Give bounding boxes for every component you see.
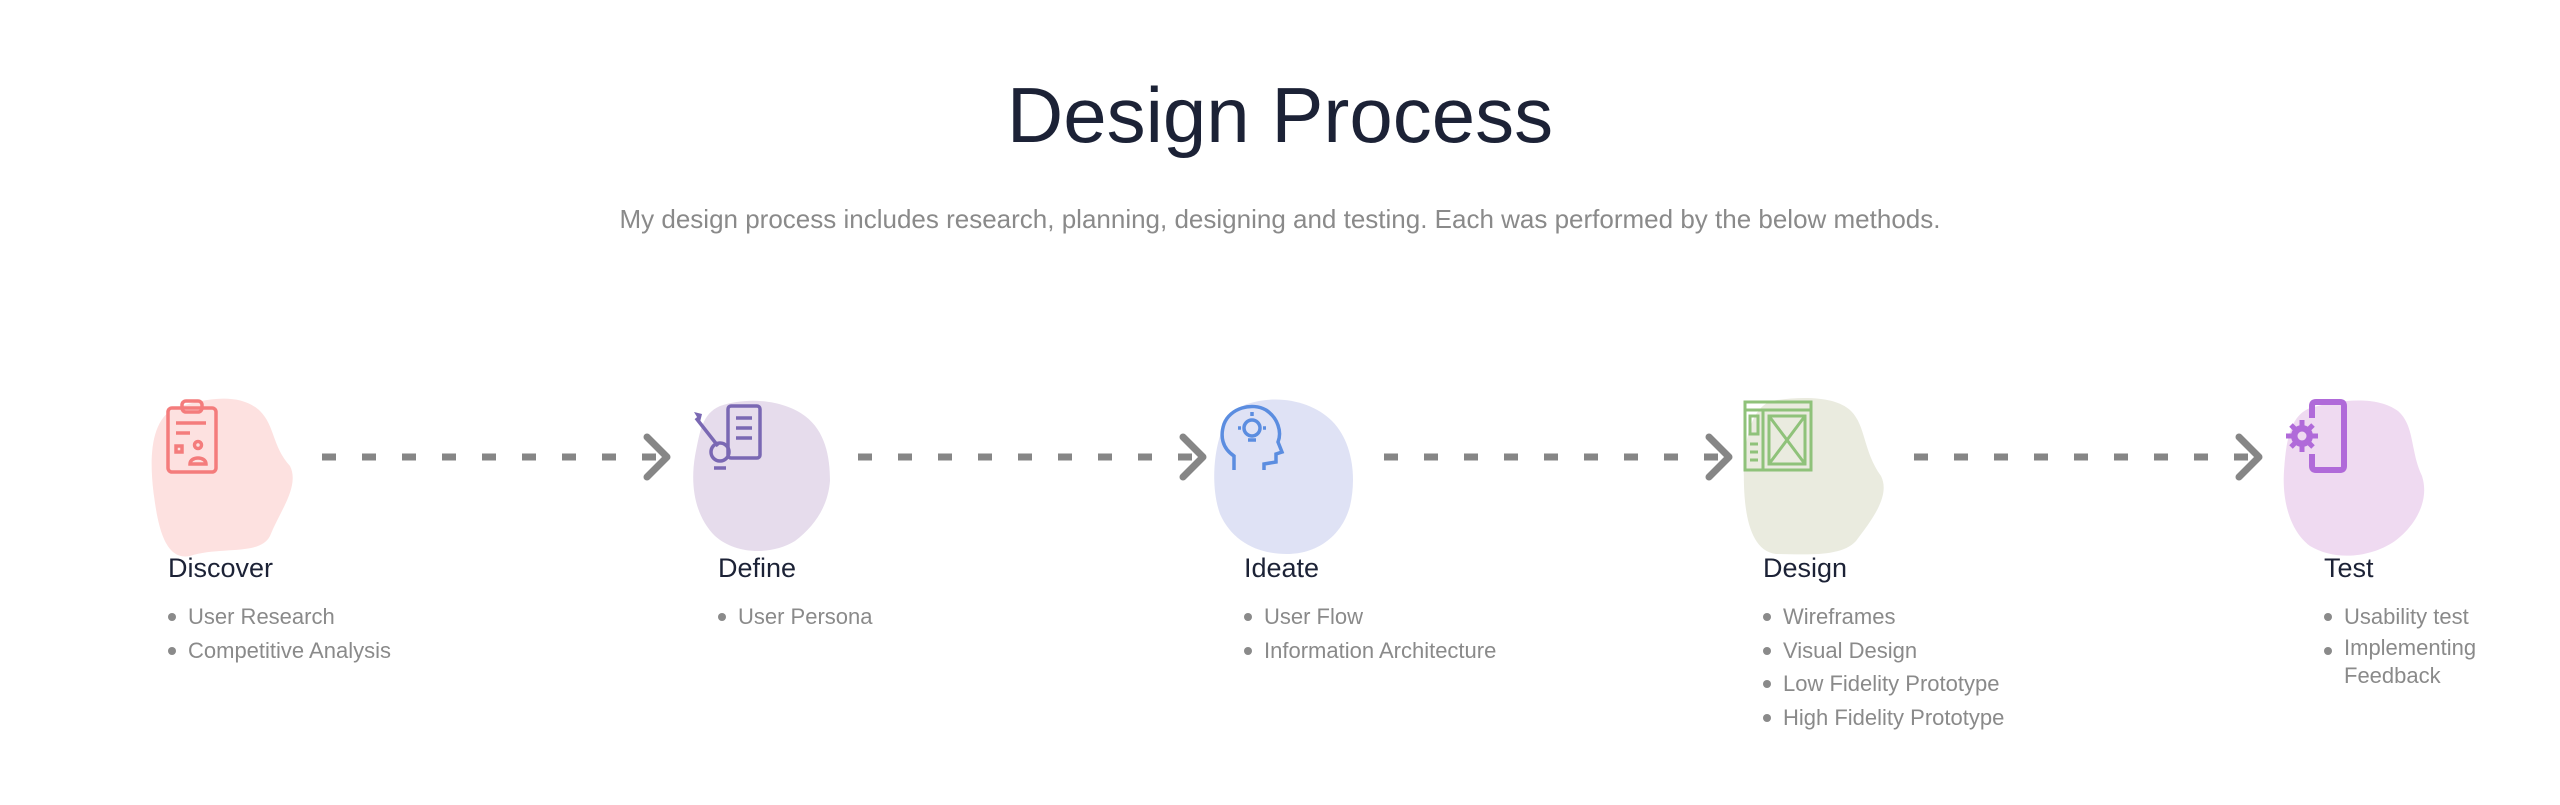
method-item: User Flow — [1244, 600, 1496, 634]
method-item: Low Fidelity Prototype — [1763, 667, 2004, 701]
blob-background — [2280, 396, 2430, 561]
dashed-arrow — [858, 433, 1207, 481]
step-methods-list: Usability test Implementing Feedback — [2324, 600, 2484, 690]
blob-background — [1212, 396, 1362, 561]
method-item: Wireframes — [1763, 600, 2004, 634]
step-methods-list: User Research Competitive Analysis — [168, 600, 391, 667]
dashed-arrow — [1384, 433, 1733, 481]
dashed-arrow — [1914, 433, 2263, 481]
step-heading: Test — [2324, 553, 2374, 583]
mobile-gear-icon — [2286, 399, 2347, 473]
method-item: Information Architecture — [1244, 634, 1496, 668]
step-methods-list: User Persona — [718, 600, 873, 634]
head-lightbulb-icon — [1220, 404, 1285, 470]
page-title: Design Process — [1006, 71, 1554, 159]
step-heading: Design — [1763, 553, 1848, 583]
clipboard-user-icon — [166, 399, 218, 474]
blob-background — [690, 396, 840, 561]
method-item: Implementing Feedback — [2324, 634, 2484, 690]
dashed-arrow — [322, 433, 671, 481]
method-item: Competitive Analysis — [168, 634, 391, 668]
method-item: High Fidelity Prototype — [1763, 701, 2004, 735]
step-heading: Define — [718, 553, 797, 583]
target-document-icon — [694, 404, 762, 470]
method-item: User Research — [168, 600, 391, 634]
blob-background — [150, 396, 300, 561]
step-heading: Discover — [168, 553, 274, 583]
method-item: Usability test — [2324, 600, 2484, 634]
method-item: Visual Design — [1763, 634, 2004, 668]
page-subtitle: My design process includes research, pla… — [619, 204, 1941, 234]
step-heading: Ideate — [1244, 553, 1320, 583]
method-item: User Persona — [718, 600, 873, 634]
step-methods-list: Wireframes Visual Design Low Fidelity Pr… — [1763, 600, 2004, 734]
wireframe-icon — [1743, 400, 1813, 472]
step-methods-list: User Flow Information Architecture — [1244, 600, 1496, 667]
blob-background — [1741, 396, 1891, 561]
